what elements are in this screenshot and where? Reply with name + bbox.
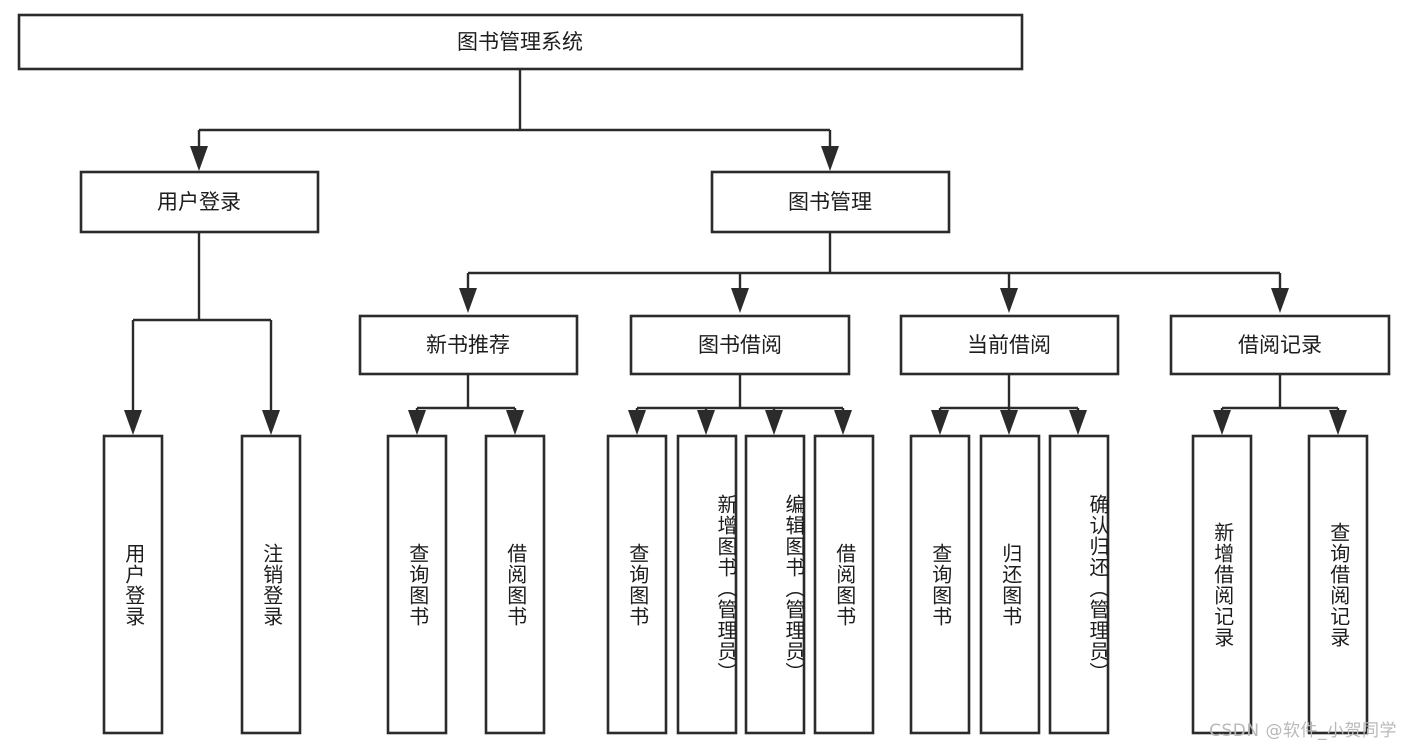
arrow-to-leaf-confirm-return <box>1069 410 1087 435</box>
connector-group-book-manage <box>459 233 1289 313</box>
arrow-to-leaf-borrow-book-2 <box>834 410 852 435</box>
node-leaf-borrow-book-2[interactable] <box>813 434 875 735</box>
arrow-to-current-borrow <box>1000 288 1018 313</box>
arrow-to-leaf-user-login <box>124 410 142 435</box>
node-leaf-add-book[interactable] <box>676 434 738 735</box>
arrow-to-leaf-borrow-book-1 <box>506 410 524 435</box>
arrow-to-leaf-add-record <box>1213 410 1231 435</box>
node-book-borrow[interactable] <box>629 314 851 376</box>
arrow-to-book-borrow <box>731 288 749 313</box>
arrow-to-leaf-user-logout <box>262 410 280 435</box>
node-leaf-add-record[interactable] <box>1191 434 1253 735</box>
node-leaf-query-book-1[interactable] <box>386 434 448 735</box>
node-current-borrow[interactable] <box>899 314 1120 376</box>
node-new-book-recommend-label: 新书推荐 <box>426 333 510 357</box>
node-root-label: 图书管理系统 <box>457 30 583 54</box>
connector-group-new-book-recommend <box>408 374 524 435</box>
arrow-to-leaf-query-book-1 <box>408 410 426 435</box>
node-book-borrow-label: 图书借阅 <box>698 333 782 357</box>
arrow-to-leaf-query-record <box>1329 410 1347 435</box>
arrow-to-leaf-query-book-2 <box>628 410 646 435</box>
connector-group-book-borrow <box>628 374 852 435</box>
arrow-to-leaf-query-book-3 <box>931 410 949 435</box>
node-new-book-recommend[interactable] <box>358 314 579 376</box>
node-leaf-confirm-return[interactable] <box>1048 434 1110 735</box>
connector-group-current-borrow <box>931 374 1087 435</box>
node-leaf-borrow-book-1[interactable] <box>484 434 546 735</box>
arrow-to-leaf-add-book <box>697 410 715 435</box>
arrow-to-leaf-return-book <box>1000 410 1018 435</box>
arrow-to-book-manage <box>821 146 839 171</box>
node-current-borrow-label: 当前借阅 <box>967 333 1051 357</box>
node-leaf-user-login[interactable] <box>102 434 164 735</box>
arrow-to-user-login <box>190 146 208 171</box>
node-book-manage[interactable] <box>710 170 951 234</box>
arrow-to-leaf-edit-book <box>765 410 783 435</box>
node-leaf-query-book-2[interactable] <box>606 434 668 735</box>
node-leaf-edit-book[interactable] <box>744 434 806 735</box>
node-user-login-label: 用户登录 <box>157 190 241 214</box>
node-leaf-user-logout[interactable] <box>240 434 302 735</box>
csdn-watermark: CSDN @软件_小贺同学 <box>1209 721 1397 741</box>
connector-group-user-login <box>124 233 280 435</box>
node-leaf-query-record[interactable] <box>1307 434 1369 735</box>
node-user-login[interactable] <box>79 170 320 234</box>
arrow-to-borrow-record <box>1271 288 1289 313</box>
node-borrow-record[interactable] <box>1169 314 1391 376</box>
connector-group-root <box>190 69 839 171</box>
arrow-to-new-book-recommend <box>459 288 477 313</box>
connector-group-borrow-record <box>1213 374 1347 435</box>
node-leaf-query-book-3[interactable] <box>909 434 971 735</box>
node-borrow-record-label: 借阅记录 <box>1238 333 1322 357</box>
node-book-manage-label: 图书管理 <box>788 190 872 214</box>
node-leaf-return-book[interactable] <box>979 434 1041 735</box>
node-root[interactable] <box>17 13 1024 71</box>
